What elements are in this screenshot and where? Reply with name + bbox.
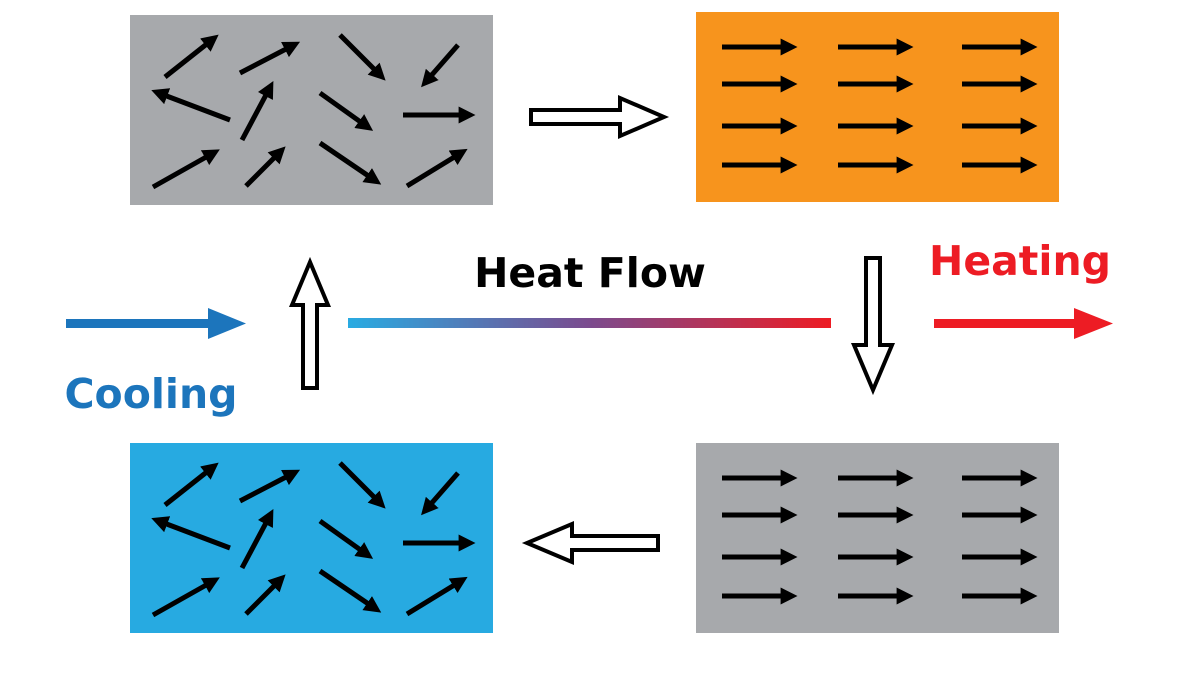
spin-arrow-icon (421, 43, 460, 88)
cooling-arrow-shaft (66, 319, 212, 328)
spin-arrow-icon (239, 80, 274, 142)
spin-arrow-icon (151, 516, 231, 551)
hollow-arrow-up-icon (288, 256, 332, 390)
hollow-arrow-down-icon (850, 256, 896, 396)
spin-arrow-icon (238, 469, 301, 504)
hollow-arrow-right-icon (529, 94, 670, 140)
spin-arrow-icon (318, 90, 374, 131)
spin-arrow-icon (318, 140, 382, 185)
spin-arrow-icon (318, 518, 374, 559)
cooling-label: Cooling (64, 370, 237, 418)
spins-bottom-right (722, 469, 1038, 605)
spin-arrow-icon (163, 34, 219, 79)
cooling-arrow-icon (208, 308, 246, 339)
spin-arrow-icon (318, 568, 382, 613)
spin-arrow-icon (239, 508, 274, 570)
spins-top-left (151, 33, 476, 190)
spins-bottom-left (151, 461, 476, 618)
spins-top-right (722, 38, 1038, 174)
spin-arrow-icon (163, 462, 219, 507)
spin-arrow-icon (238, 41, 301, 76)
spin-arrow-icon (338, 461, 386, 509)
heating-arrow-shaft (934, 319, 1078, 328)
spin-arrow-icon (151, 149, 220, 190)
panel-bottom-left (130, 443, 493, 633)
heat-flow-label: Heat Flow (474, 249, 706, 297)
spin-arrow-icon (421, 471, 460, 516)
spin-arrow-icon (151, 88, 231, 123)
spin-arrow-icon (244, 146, 286, 188)
hollow-arrow-left-icon (521, 520, 660, 566)
heat-flow-gradient-line (348, 318, 831, 328)
spin-arrow-icon (405, 148, 468, 189)
panel-bottom-right (696, 443, 1059, 633)
spin-arrow-icon (405, 576, 468, 617)
spin-arrow-icon (244, 574, 286, 616)
spin-arrow-icon (151, 577, 220, 618)
panel-top-left (130, 15, 493, 205)
heating-label: Heating (929, 237, 1111, 285)
panel-top-right (696, 12, 1059, 202)
spin-arrow-icon (338, 33, 386, 81)
heating-arrow-icon (1074, 308, 1113, 339)
